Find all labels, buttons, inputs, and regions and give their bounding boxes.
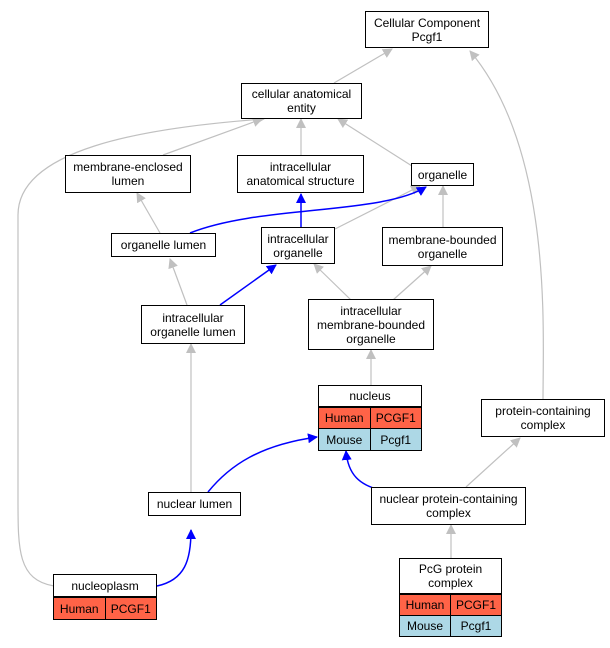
node-membrane-enclosed-lumen[interactable]: membrane-enclosed lumen	[65, 155, 191, 193]
gene-cell: Pcgf1	[450, 616, 501, 636]
node-nuclear-lumen[interactable]: nuclear lumen	[148, 492, 241, 516]
node-label: protein-containing complex	[495, 404, 591, 432]
edge-npcc-to-nucleus	[341, 450, 381, 491]
node-nucleoplasm[interactable]: nucleoplasm Human PCGF1	[53, 574, 157, 620]
gene-cell: PCGF1	[369, 408, 422, 428]
node-title: PcG protein complex	[400, 559, 501, 594]
edge-iol-to-ol	[168, 258, 188, 306]
gene-cell: Pcgf1	[369, 429, 422, 450]
node-label: cellular anatomical entity	[251, 87, 352, 115]
edge-mel-to-cae	[162, 117, 263, 156]
node-nuclear-protein-containing-complex[interactable]: nuclear protein-containing complex	[371, 487, 526, 525]
node-intracellular-organelle-lumen[interactable]: intracellular organelle lumen	[141, 305, 245, 344]
species-cell: Mouse	[406, 619, 444, 633]
node-nucleus[interactable]: nucleus Human PCGF1 Mouse Pcgf1	[318, 385, 422, 451]
edge-imbo-to-mbo	[392, 265, 432, 301]
edge-npcc-to-pcc	[465, 437, 521, 488]
node-label: Cellular Component Pcgf1	[373, 15, 481, 44]
node-organelle-lumen[interactable]: organelle lumen	[111, 233, 216, 257]
node-label: intracellular organelle	[267, 231, 329, 260]
species-cell: Human	[405, 598, 445, 612]
species-row-human: Human PCGF1	[319, 407, 421, 428]
node-label: PcG protein complex	[418, 562, 483, 590]
node-label: intracellular membrane-bounded organelle	[316, 303, 426, 346]
node-membrane-bounded-organelle[interactable]: membrane-bounded organelle	[382, 227, 503, 266]
edge-nucleoplasm-to-cae	[17, 114, 265, 587]
node-label: intracellular anatomical structure	[246, 160, 355, 188]
node-protein-containing-complex[interactable]: protein-containing complex	[481, 399, 605, 437]
node-label: organelle	[417, 167, 468, 182]
edge-imbo-to-io	[313, 263, 352, 301]
edge-nl-to-nucleus	[207, 433, 318, 493]
gene-cell: PCGF1	[450, 595, 501, 615]
species-row-mouse: Mouse Pcgf1	[400, 615, 501, 636]
node-label: membrane-bounded organelle	[388, 232, 497, 261]
species-cell: Human	[59, 601, 99, 616]
node-organelle[interactable]: organelle	[411, 163, 474, 186]
species-cell: Human	[324, 411, 364, 425]
edge-iol-to-io	[219, 264, 277, 306]
species-row-human: Human PCGF1	[400, 594, 501, 615]
node-label: nucleus	[349, 389, 391, 403]
node-intracellular-anatomical-structure[interactable]: intracellular anatomical structure	[237, 155, 364, 193]
node-pcg-protein-complex[interactable]: PcG protein complex Human PCGF1 Mouse Pc…	[399, 558, 502, 637]
node-title: nucleoplasm	[54, 575, 156, 597]
edge-pcc-to-cc	[469, 50, 544, 401]
edge-ol-to-mel	[136, 192, 161, 234]
species-cell: Mouse	[326, 432, 363, 447]
node-label: intracellular organelle lumen	[150, 310, 236, 339]
edge-nucleoplasm-to-nl	[156, 529, 196, 587]
edge-cae-to-cc	[333, 48, 393, 84]
node-label: nuclear lumen	[156, 497, 233, 511]
node-title: nucleus	[319, 386, 421, 407]
node-label: nucleoplasm	[71, 578, 139, 593]
edge-ol-to-org	[189, 186, 427, 234]
node-cellular-component[interactable]: Cellular Component Pcgf1	[365, 11, 489, 48]
species-row-human: Human PCGF1	[54, 597, 156, 619]
node-label: organelle lumen	[120, 238, 207, 252]
node-label: membrane-enclosed lumen	[73, 160, 183, 188]
edge-org-to-cae	[337, 118, 413, 167]
node-intracellular-organelle[interactable]: intracellular organelle	[261, 227, 335, 264]
edge-io-to-org	[334, 185, 421, 230]
gene-cell: PCGF1	[104, 598, 157, 619]
node-intracellular-membrane-bounded-organelle[interactable]: intracellular membrane-bounded organelle	[308, 299, 434, 350]
node-label: nuclear protein-containing complex	[379, 492, 518, 520]
species-row-mouse: Mouse Pcgf1	[319, 428, 421, 450]
node-cellular-anatomical-entity[interactable]: cellular anatomical entity	[241, 83, 362, 119]
